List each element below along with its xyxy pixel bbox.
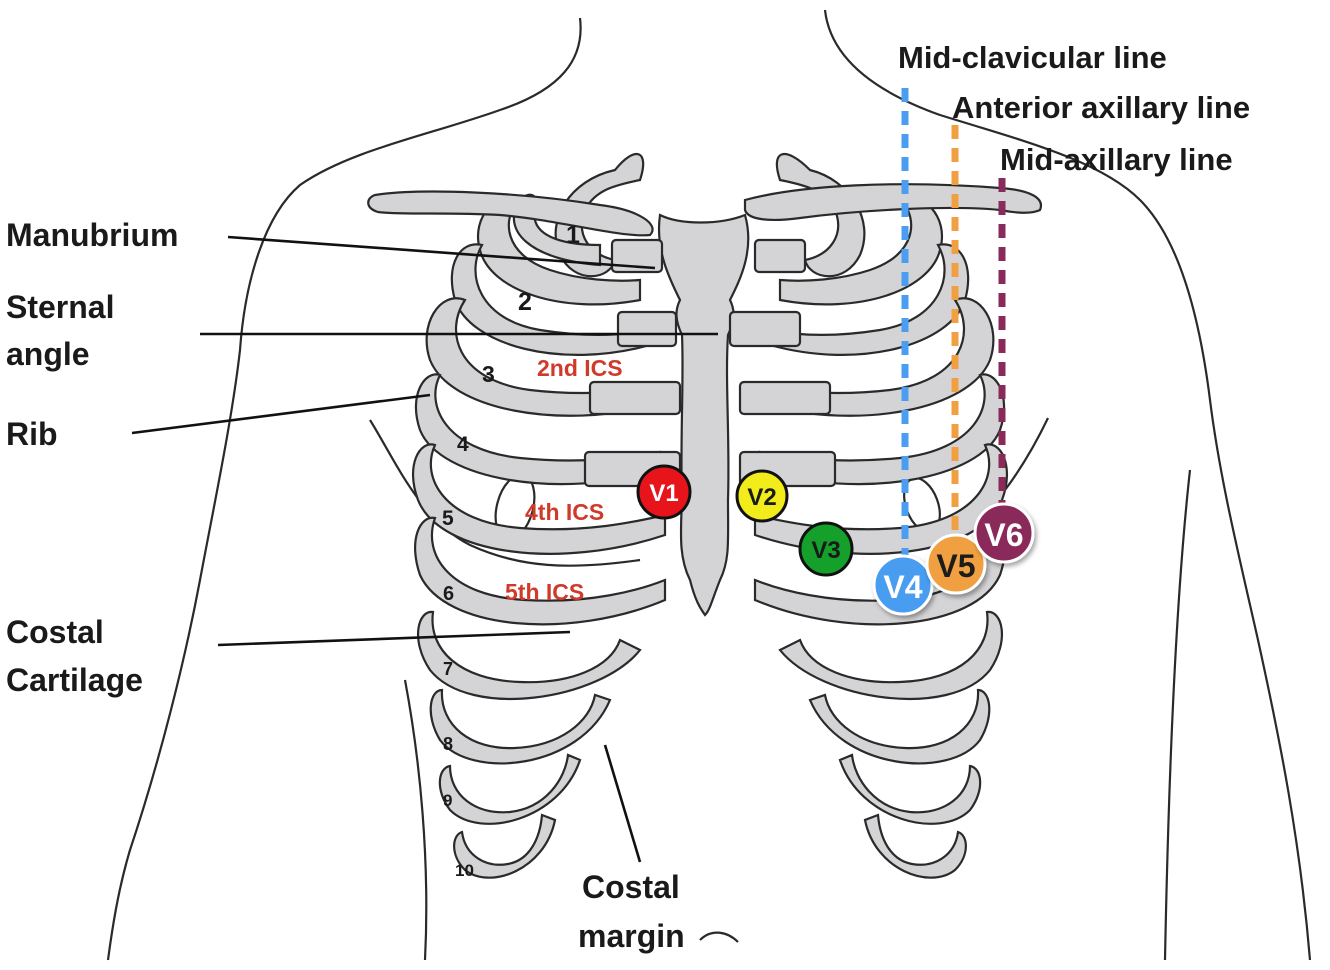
torso-outline [106, 9, 1312, 961]
svg-text:V3: V3 [811, 537, 840, 564]
manubrium-label: Manubrium [6, 217, 178, 253]
reference-lines [901, 88, 1006, 560]
fourth-ics-label: 4th ICS [525, 499, 604, 525]
rib-label: Rib [6, 416, 58, 452]
mid-clavicular-line-label: Mid-clavicular line [898, 40, 1167, 75]
svg-text:V5: V5 [936, 548, 975, 584]
fifth-ics-label: 5th ICS [505, 579, 584, 605]
sternal-angle-label-line1: Sternal [6, 289, 114, 325]
svg-text:V2: V2 [747, 484, 776, 511]
svg-text:V1: V1 [649, 480, 678, 507]
clavicles [367, 183, 1043, 237]
svg-text:V4: V4 [883, 569, 922, 605]
costal-margin-label-line2: margin [578, 918, 685, 954]
left-ribs [412, 152, 667, 879]
electrode-v2[interactable]: V2 [735, 469, 789, 523]
rib-number-3: 3 [482, 361, 495, 387]
electrode-v5[interactable]: V5 [925, 533, 987, 595]
electrode-v6[interactable]: V6 [973, 502, 1035, 564]
anterior-axillary-line-label: Anterior axillary line [952, 90, 1250, 125]
sternal-angle-label-line2: angle [6, 336, 90, 372]
rib-number-5: 5 [442, 507, 454, 530]
costal-cartilage-label-line2: Cartilage [6, 662, 143, 698]
rib-number-6: 6 [443, 583, 454, 605]
costal-cartilage-label-line1: Costal [6, 614, 104, 650]
second-ics-label: 2nd ICS [537, 355, 623, 381]
svg-text:V6: V6 [984, 517, 1023, 553]
mid-axillary-line-label: Mid-axillary line [1000, 142, 1233, 177]
rib-number-4: 4 [457, 433, 469, 456]
rib-number-9: 9 [443, 791, 452, 810]
leader-lines [131, 235, 718, 863]
rib-number-10: 10 [455, 861, 474, 880]
rib-number-8: 8 [443, 734, 453, 754]
electrode-v3[interactable]: V3 [798, 521, 854, 577]
electrode-v4[interactable]: V4 [872, 554, 934, 616]
costal-margin-label-line1: Costal [582, 869, 680, 905]
rib-number-1: 1 [566, 221, 580, 249]
right-ribs [753, 152, 1008, 879]
electrodes: V1 V2 V3 V4 V5 V6 [636, 464, 1035, 616]
rib-number-2: 2 [518, 288, 532, 316]
electrode-v1[interactable]: V1 [636, 464, 692, 520]
rib-number-7: 7 [443, 659, 453, 679]
